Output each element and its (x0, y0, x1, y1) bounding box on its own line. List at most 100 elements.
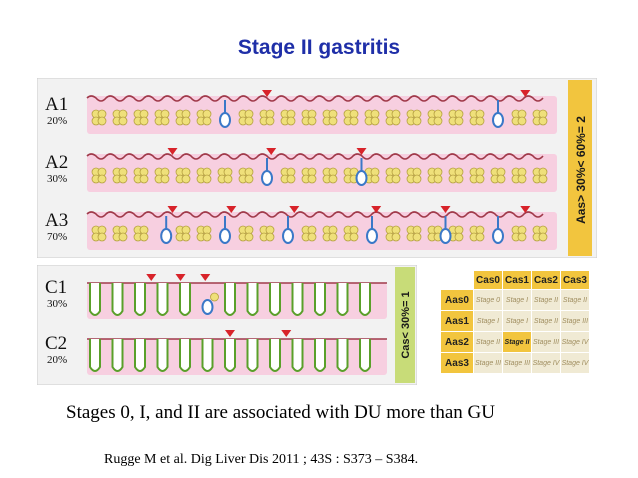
staging-header-row: Cas0 Cas1 Cas2 Cas3 (441, 270, 590, 290)
col-header: Cas3 (560, 270, 590, 290)
gland-cluster (160, 174, 170, 184)
stage-cell: Stage II (560, 289, 590, 311)
row-percent: 30% (47, 298, 67, 310)
gland-cluster (244, 174, 254, 184)
oxyntic-gland (269, 283, 281, 316)
gland-cluster (118, 232, 128, 242)
stage-cell: Stage I (502, 310, 532, 332)
oxyntic-gland (269, 339, 281, 372)
gland-cluster (139, 232, 149, 242)
metaplastic-gland (439, 228, 452, 244)
gland-cluster (307, 232, 317, 242)
gland-cluster (118, 174, 128, 184)
surface-line (86, 153, 544, 160)
row-label: A2 (45, 152, 68, 173)
gland-cluster (97, 116, 107, 126)
gland-cluster (454, 116, 464, 126)
metaplastic-gland (492, 112, 504, 128)
marker-triangle (289, 206, 300, 213)
gland-cluster (202, 116, 212, 126)
gland-cluster (181, 232, 191, 242)
oxyntic-gland (246, 283, 259, 316)
gland-cluster (160, 116, 170, 126)
gland-cluster (454, 232, 464, 242)
oxyntic-gland (179, 339, 191, 372)
gland-cluster (97, 174, 107, 184)
gland-cluster (210, 292, 219, 302)
gland-cluster (328, 232, 338, 242)
staging-row: Aas3 Stage III Stage III Stage IV Stage … (440, 352, 590, 374)
staging-row: Aas2 Stage II Stage II Stage III Stage I… (440, 331, 590, 353)
stage-cell: Stage II (531, 289, 561, 311)
metaplastic-gland (219, 112, 231, 128)
oxyntic-gland (224, 339, 236, 372)
metaplastic-gland (219, 228, 231, 244)
row-percent: 20% (47, 354, 67, 366)
stage-cell: Stage III (560, 310, 590, 332)
oxyntic-gland (336, 339, 349, 372)
stage-cell: Stage I (473, 310, 503, 332)
gland-cluster (181, 116, 191, 126)
oxyntic-gland (111, 339, 124, 372)
oxyntic-gland (336, 283, 349, 316)
col-header: Cas2 (531, 270, 561, 290)
marker-triangle (371, 206, 382, 213)
oxyntic-gland (89, 283, 101, 316)
metaplastic-gland (492, 228, 504, 244)
cas-side-label: Cas< 30%= 1 (400, 291, 412, 358)
staging-table: Cas0 Cas1 Cas2 Cas3 Aas0 Stage 0 Stage I… (440, 270, 590, 374)
gland-cluster (244, 116, 254, 126)
row-header: Aas3 (440, 352, 474, 374)
gland-cluster (202, 232, 212, 242)
surface-line (86, 211, 544, 218)
reference: Rugge M et al. Dig Liver Dis 2011 ; 43S … (104, 452, 419, 467)
row-label: C1 (45, 277, 67, 298)
marker-triangle (440, 206, 451, 213)
row-percent: 70% (47, 231, 67, 243)
stage-cell: Stage III (531, 331, 561, 353)
gland-cluster (538, 116, 548, 126)
col-header: Cas1 (502, 270, 532, 290)
gland-cluster (202, 174, 212, 184)
gland-cluster (412, 174, 422, 184)
stage-cell: Stage IV (531, 352, 561, 374)
oxyntic-gland (359, 339, 371, 372)
gland-cluster (538, 174, 548, 184)
row-header: Aas0 (440, 289, 474, 311)
stage-cell: Stage I (502, 289, 532, 311)
caption: Stages 0, I, and II are associated with … (66, 402, 495, 423)
gland-cluster (286, 116, 296, 126)
cas-side-bar (395, 267, 415, 383)
row-header: Aas1 (440, 310, 474, 332)
gland-cluster (517, 116, 527, 126)
gland-cluster (328, 174, 338, 184)
oxyntic-gland (314, 339, 326, 372)
gland-cluster (517, 174, 527, 184)
marker-triangle (226, 206, 237, 213)
gland-cluster (475, 232, 485, 242)
gland-cluster (370, 116, 380, 126)
marker-triangle (167, 206, 178, 213)
marker-triangle (167, 148, 178, 155)
marker-triangle (200, 274, 211, 281)
oxyntic-gland (246, 339, 259, 372)
oxyntic-gland (156, 283, 169, 316)
gland-cluster (244, 232, 254, 242)
gland-cluster (517, 232, 527, 242)
row-header: Aas2 (440, 331, 474, 353)
gland-cluster (475, 174, 485, 184)
metaplastic-gland (355, 170, 368, 186)
oxyntic-gland (291, 283, 304, 316)
gland-cluster (538, 232, 548, 242)
gland-cluster (370, 174, 380, 184)
stage-cell: Stage III (502, 352, 532, 374)
page-title: Stage II gastritis (237, 36, 401, 59)
row-percent: 30% (47, 173, 67, 185)
metaplastic-gland (282, 228, 294, 244)
gland-cluster (265, 232, 275, 242)
stage-cell-highlighted: Stage II (502, 331, 532, 353)
stage-cell: Stage IV (560, 352, 590, 374)
gland-cluster (391, 174, 401, 184)
